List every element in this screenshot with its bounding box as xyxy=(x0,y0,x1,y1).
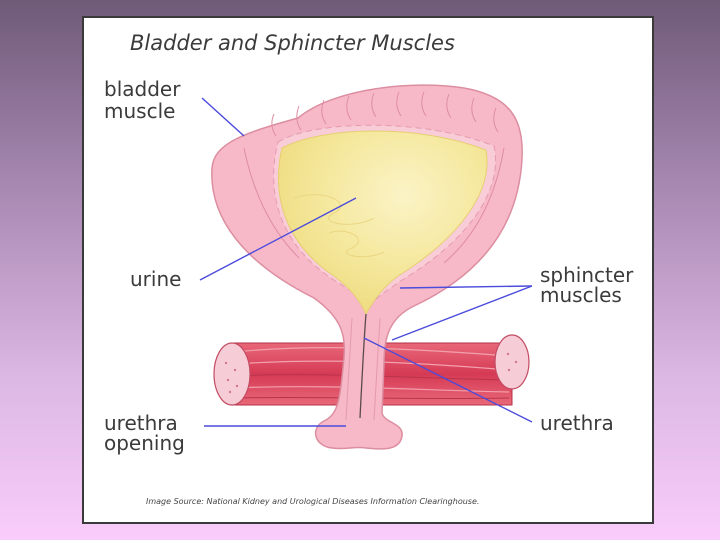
diagram-title: Bladder and Sphincter Muscles xyxy=(130,31,455,55)
image-source-caption: Image Source: National Kidney and Urolog… xyxy=(146,497,479,506)
leader-urethra xyxy=(363,337,533,423)
label-urethra-opening-1: urethra xyxy=(104,411,178,435)
label-sphincter: sphincter xyxy=(540,263,634,287)
slide-frame: Bladder and Sphincter Muscles xyxy=(82,16,654,524)
label-urethra: urethra xyxy=(540,411,614,435)
urethra-tube xyxy=(359,313,367,419)
leader-sphincter-lower xyxy=(391,285,533,341)
band-cut-end-right xyxy=(494,334,530,390)
bladder-diagram: Bladder and Sphincter Muscles xyxy=(104,31,634,506)
label-urethra-opening-2: opening xyxy=(104,431,185,455)
label-muscle: muscle xyxy=(104,99,175,123)
leader-sphincter-upper xyxy=(399,285,533,289)
urine xyxy=(278,130,488,316)
label-bladder: bladder xyxy=(104,77,181,101)
band-cut-end-left xyxy=(213,342,251,406)
leader-bladder-muscle xyxy=(201,97,245,137)
label-sphincter-muscles: muscles xyxy=(540,283,622,307)
bladder xyxy=(211,84,523,450)
label-urine: urine xyxy=(130,267,181,291)
leader-urine xyxy=(199,197,357,281)
